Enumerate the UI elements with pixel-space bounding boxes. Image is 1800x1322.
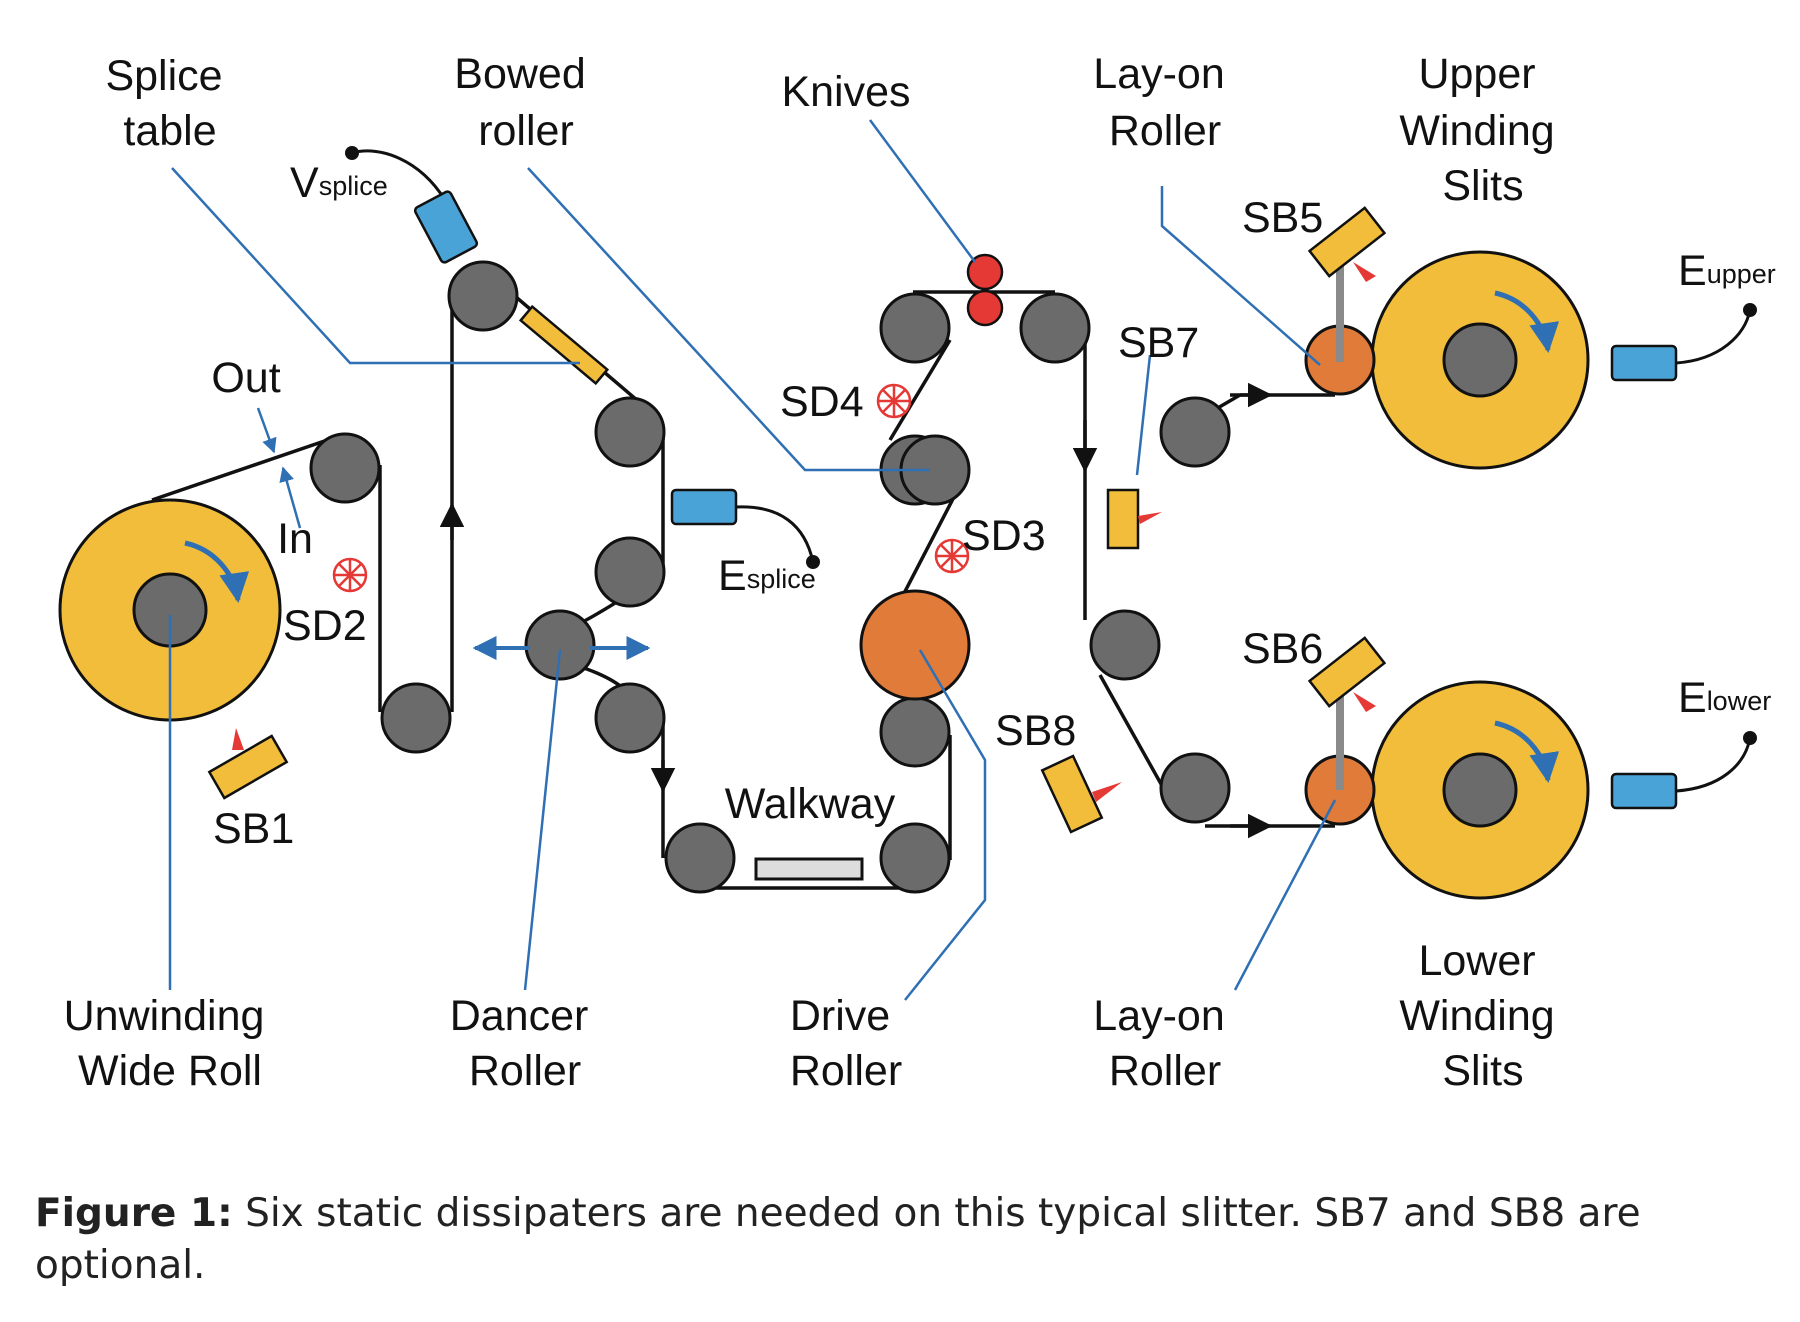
label-upper-winding-slits: Upper Winding Slits (1399, 50, 1566, 210)
meter-v-splice (345, 146, 479, 264)
label-sb1: SB1 (213, 805, 294, 853)
meter-e-lower (1610, 731, 1757, 810)
web-direction-arrows (439, 382, 1273, 839)
lower-winding-roll (1370, 680, 1590, 900)
label-out: Out (211, 354, 280, 402)
splice-table (518, 304, 610, 386)
dissipater-sd2-icon (332, 557, 368, 593)
label-sd3: SD3 (962, 512, 1046, 560)
label-splice-table: Splice table (105, 52, 234, 155)
rotation-arrow-icon (1494, 290, 1560, 353)
label-sb8: SB8 (995, 707, 1076, 755)
walkway (754, 857, 864, 881)
static-bar-sb1 (207, 728, 289, 800)
label-lower-winding-slits: Lower Winding Slits (1399, 937, 1566, 1095)
knives (966, 253, 1004, 327)
label-e-lower: Elower (1678, 674, 1771, 722)
label-unwinding-wide-roll: Unwinding Wide Roll (64, 992, 277, 1095)
dancer-roller (524, 609, 596, 681)
static-bar-sb7 (1106, 488, 1162, 550)
label-sb7: SB7 (1118, 319, 1199, 367)
label-bowed-roller: Bowed roller (454, 50, 597, 155)
label-drive-roller: Drive Roller (790, 992, 902, 1095)
label-sd2: SD2 (283, 602, 367, 650)
label-lay-on-roller-lower: Lay-on Roller (1093, 992, 1236, 1095)
label-lay-on-roller-upper: Lay-on Roller (1093, 50, 1236, 155)
caption-text: Six static dissipaters are needed on thi… (35, 1191, 1641, 1288)
figure-caption: Figure 1: Six static dissipaters are nee… (35, 1188, 1775, 1292)
dissipater-sd4-icon (876, 383, 912, 419)
label-sb5: SB5 (1242, 194, 1323, 242)
out-in-arrows (256, 407, 302, 529)
static-bar-sb6 (1307, 636, 1387, 712)
label-sb6: SB6 (1242, 625, 1323, 673)
meter-e-upper (1610, 303, 1757, 382)
label-dancer-roller: Dancer Roller (450, 992, 601, 1095)
static-bar-sb8 (1040, 754, 1122, 834)
static-bar-sb5 (1307, 206, 1387, 282)
label-knives: Knives (781, 68, 910, 116)
label-v-splice: Vsplice (290, 159, 388, 207)
leader-lines (168, 119, 1337, 1001)
meter-e-splice (670, 488, 820, 569)
rotation-arrow-icon (184, 540, 250, 603)
caption-label: Figure 1: (35, 1191, 233, 1236)
upper-winding-roll (1370, 250, 1590, 470)
label-sd4: SD4 (780, 378, 864, 426)
drive-roller (859, 589, 971, 701)
label-in: In (277, 515, 313, 563)
dissipater-sd3-icon (934, 538, 970, 574)
slitter-diagram: Splice table Bowed roller Knives Lay-on … (58, 50, 1776, 1095)
label-walkway: Walkway (725, 780, 896, 828)
label-e-splice: Esplice (718, 552, 816, 600)
rotation-arrow-icon (1494, 720, 1560, 783)
label-e-upper: Eupper (1678, 247, 1776, 295)
idler-rollers (309, 260, 1231, 894)
